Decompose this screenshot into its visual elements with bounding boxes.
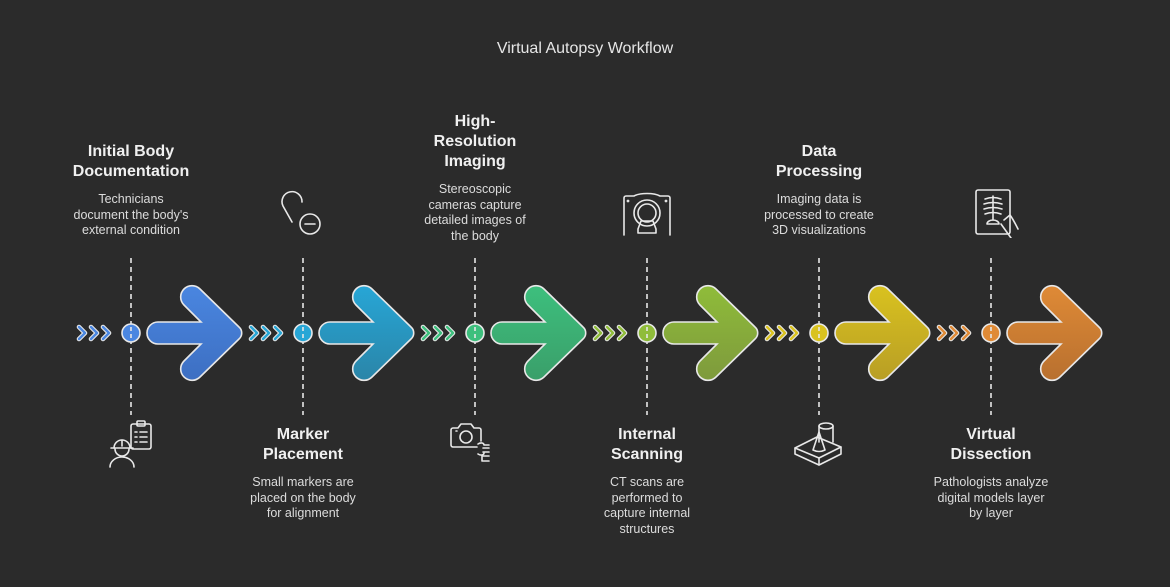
chevron-icon [433, 325, 443, 341]
step-node [809, 323, 829, 343]
step-node [465, 323, 485, 343]
technician-clipboard-icon [103, 418, 159, 473]
chevron-icon [261, 325, 271, 341]
diagram-title: Virtual Autopsy Workflow [496, 40, 674, 57]
chevron-icon [949, 325, 959, 341]
chevron-icon [421, 325, 431, 341]
chevron-icon [593, 325, 603, 341]
chevron-icon [445, 325, 455, 341]
chevron-icon [77, 325, 87, 341]
chevron-icon [617, 325, 627, 341]
3d-shapes-icon [791, 418, 847, 473]
step-node [981, 323, 1001, 343]
step-node [293, 323, 313, 343]
step-node [121, 323, 141, 343]
step-arrow [490, 284, 587, 382]
chevron-icon [605, 325, 615, 341]
step-arrow [318, 284, 415, 382]
step-arrow [662, 284, 759, 382]
chevron-icon [789, 325, 799, 341]
step-node [637, 323, 657, 343]
step-arrow [834, 284, 931, 382]
chevron-icon [961, 325, 971, 341]
step-arrow [1006, 284, 1103, 382]
location-pin-minus-icon [275, 188, 331, 243]
chevron-icon [249, 325, 259, 341]
chevron-icon [89, 325, 99, 341]
chevron-icon [937, 325, 947, 341]
ct-scanner-icon [619, 188, 675, 243]
camera-hand-icon [447, 418, 503, 473]
xray-hand-icon [963, 188, 1019, 243]
chevron-icon [101, 325, 111, 341]
chevron-icon [273, 325, 283, 341]
chevron-icon [765, 325, 775, 341]
step-arrow [146, 284, 243, 382]
chevron-icon [777, 325, 787, 341]
